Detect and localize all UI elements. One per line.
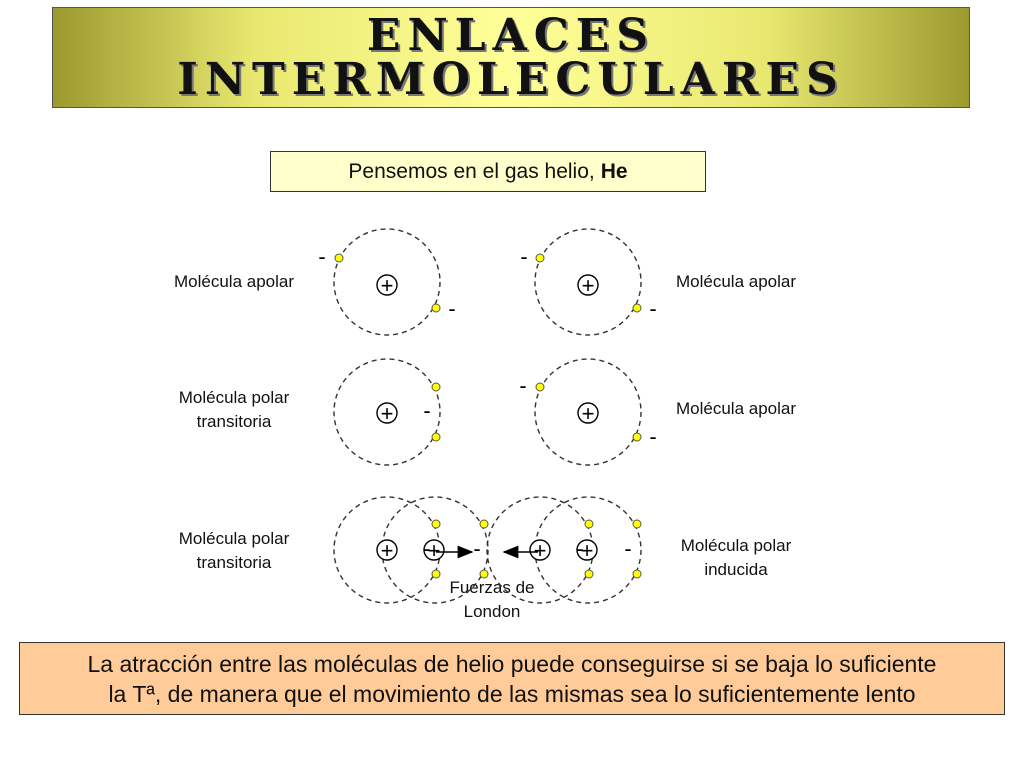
electron-r2-right-b bbox=[632, 432, 642, 442]
minus-r3-c: - bbox=[576, 536, 583, 561]
row3-left-label: Molécula polar transitoria bbox=[178, 529, 290, 572]
electron-r2-right-a bbox=[535, 382, 545, 392]
plus-r2-right: + bbox=[582, 401, 595, 426]
nucleus-r3-a bbox=[376, 539, 398, 561]
subtitle-bold: He bbox=[600, 159, 628, 183]
plus-r1-left: + bbox=[381, 273, 394, 298]
row2-right-label: Molécula apolar bbox=[675, 399, 796, 418]
plus-r3-c: + bbox=[534, 538, 547, 563]
minus-r3-b: - bbox=[473, 536, 480, 561]
conclusion-line-1: La atracción entre las moléculas de heli… bbox=[87, 650, 937, 677]
electron-r3-6 bbox=[584, 569, 594, 579]
minus-r2-left: - bbox=[423, 398, 430, 423]
plus-r1-right: + bbox=[582, 273, 595, 298]
electron-r3-7 bbox=[632, 519, 642, 529]
electron-r1-right-b bbox=[632, 303, 642, 313]
row1-right-label: Molécula apolar bbox=[675, 272, 796, 291]
minus-r2-right-b: - bbox=[649, 424, 656, 449]
subtitle-text: Pensemos en el gas helio, bbox=[348, 159, 595, 183]
nucleus-r1-right bbox=[577, 274, 599, 296]
electron-r1-right-a bbox=[535, 253, 545, 263]
electron-r1-left-b bbox=[431, 303, 441, 313]
plus-r2-left: + bbox=[381, 401, 394, 426]
plus-r3-a: + bbox=[381, 538, 394, 563]
electron-r3-5 bbox=[584, 519, 594, 529]
minus-r1-right-a: - bbox=[520, 244, 527, 269]
orbit-r2-right bbox=[534, 358, 642, 466]
subtitle-box: Pensemos en el gas helio, He bbox=[270, 151, 706, 192]
minus-r1-right-b: - bbox=[649, 296, 656, 321]
london-forces-label: Fuerzas de London bbox=[449, 578, 535, 621]
electron-r2-left-a bbox=[431, 382, 441, 392]
electron-r3-2 bbox=[431, 569, 441, 579]
title-banner: Enlaces intermoleculares bbox=[52, 7, 970, 108]
nucleus-r3-c bbox=[529, 539, 551, 561]
electron-r3-8 bbox=[632, 569, 642, 579]
electron-r3-1 bbox=[431, 519, 441, 529]
conclusion-box: La atracción entre las moléculas de heli… bbox=[19, 642, 1005, 715]
minus-r1-left-b: - bbox=[448, 296, 455, 321]
electron-r1-left-a bbox=[334, 253, 344, 263]
nucleus-r3-b bbox=[423, 539, 445, 561]
minus-r1-left-a: - bbox=[318, 244, 325, 269]
title-line-1: Enlaces bbox=[366, 9, 656, 61]
plus-r3-b: + bbox=[428, 538, 441, 563]
row1-left-label: Molécula apolar bbox=[173, 272, 294, 291]
minus-r3-d: - bbox=[624, 536, 631, 561]
nucleus-r2-right bbox=[577, 402, 599, 424]
electron-r3-4 bbox=[479, 569, 489, 579]
title-line-2: intermoleculares bbox=[177, 53, 845, 105]
plus-r3-d: + bbox=[581, 538, 594, 563]
row3-right-label: Molécula polar inducida bbox=[680, 536, 792, 579]
electron-r3-3 bbox=[479, 519, 489, 529]
row2-left-label: Molécula polar transitoria bbox=[178, 388, 290, 431]
nucleus-r1-left bbox=[376, 274, 398, 296]
conclusion-line-2: la Tª, de manera que el movimiento de la… bbox=[108, 680, 916, 707]
electron-r2-left-b bbox=[431, 432, 441, 442]
orbit-r2-left bbox=[333, 358, 441, 466]
minus-r3-a: - bbox=[423, 536, 430, 561]
orbit-r1-right bbox=[534, 228, 642, 336]
minus-r2-right-a: - bbox=[519, 373, 526, 398]
nucleus-r3-d bbox=[576, 539, 598, 561]
orbit-r1-left bbox=[333, 228, 441, 336]
nucleus-r2-left bbox=[376, 402, 398, 424]
